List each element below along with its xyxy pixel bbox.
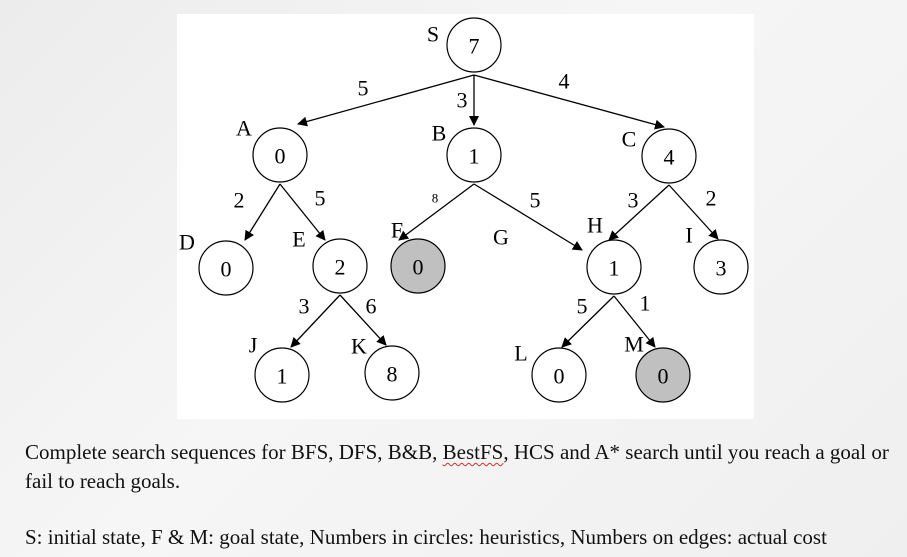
node-k-circle: [364, 345, 420, 401]
node-b-label: B: [432, 121, 447, 146]
node-i-circle: [693, 239, 749, 295]
task-text-part2: , HCS and A* search until you reach a go…: [25, 440, 889, 493]
node-j-circle: [254, 347, 310, 403]
edge-cost-b-f: 8: [432, 191, 439, 206]
node-d-heuristic: 0: [221, 257, 232, 282]
edge-cost-s-a: 5: [358, 76, 369, 101]
edge-cost-s-c: 4: [559, 69, 570, 94]
edge-cost-b-h: 5: [530, 188, 541, 213]
edge-s-a: [297, 74, 475, 127]
edge-cost-s-b: 3: [457, 88, 468, 113]
node-s-label: S: [427, 22, 439, 47]
node-e-heuristic: 2: [335, 255, 346, 280]
edge-a-d: [244, 183, 281, 241]
node-i-label: I: [685, 223, 692, 248]
node-f-circle: [390, 238, 446, 294]
node-k-label: K: [351, 334, 367, 359]
task-text-bestfs: BestFS: [442, 440, 504, 464]
edge-c-i: [668, 184, 719, 240]
node-s-heuristic: 7: [469, 34, 480, 59]
node-j-heuristic: 1: [277, 364, 288, 389]
node-a-label: A: [236, 116, 252, 141]
spacer: [25, 496, 900, 523]
node-l-label: L: [514, 341, 527, 366]
node-a-circle: [252, 127, 308, 183]
legend-description: S: initial state, F & M: goal state, Num…: [25, 525, 827, 549]
edge-s-c: [473, 74, 665, 130]
node-c-label: C: [622, 127, 637, 152]
edge-cost-e-k: 6: [366, 294, 377, 319]
node-d-label: D: [179, 230, 195, 255]
edge-cost-h-m: 1: [640, 291, 651, 316]
node-i-heuristic: 3: [716, 256, 727, 281]
node-b-heuristic: 1: [469, 144, 480, 169]
node-f-heuristic: 0: [413, 255, 424, 280]
edge-h-m: [613, 295, 656, 348]
node-g-label: G: [493, 225, 509, 250]
task-text-part1: Complete search sequences for BFS, DFS, …: [25, 440, 443, 464]
edge-e-j: [290, 294, 341, 348]
edge-c-h: [608, 184, 670, 241]
nodes-layer: [198, 17, 749, 403]
edge-e-k: [339, 294, 387, 346]
node-a-heuristic: 0: [275, 144, 286, 169]
edges-layer: [244, 74, 719, 348]
edge-cost-c-h: 3: [628, 188, 639, 213]
edge-cost-e-j: 3: [299, 294, 310, 319]
task-description: Complete search sequences for BFS, DFS, …: [25, 438, 900, 496]
node-f-label: F: [391, 218, 403, 243]
edge-cost-h-l: 5: [577, 294, 588, 319]
node-d-circle: [198, 240, 254, 296]
edge-h-l: [561, 295, 615, 348]
node-e-label: E: [292, 227, 305, 252]
node-m-label: M: [624, 332, 644, 357]
node-m-circle: [635, 347, 691, 403]
edge-b-h: [473, 183, 583, 251]
node-e-circle: [312, 238, 368, 294]
node-j-label: J: [249, 333, 258, 358]
node-h-label: H: [587, 213, 603, 238]
instructions-text: Complete search sequences for BFS, DFS, …: [25, 438, 900, 552]
edge-b-f: [398, 183, 475, 241]
node-b-circle: [446, 127, 502, 183]
edge-a-e: [279, 183, 326, 241]
edge-cost-a-d: 2: [234, 188, 245, 213]
node-k-heuristic: 8: [387, 362, 398, 387]
node-l-heuristic: 0: [554, 364, 565, 389]
edge-cost-a-e: 5: [315, 186, 326, 211]
node-s-circle: [446, 17, 502, 73]
node-m-heuristic: 0: [658, 364, 669, 389]
node-h-heuristic: 1: [609, 256, 620, 281]
node-c-heuristic: 4: [664, 145, 675, 170]
node-c-circle: [641, 128, 697, 184]
node-h-circle: [586, 239, 642, 295]
edge-cost-c-i: 2: [706, 186, 717, 211]
node-l-circle: [531, 347, 587, 403]
